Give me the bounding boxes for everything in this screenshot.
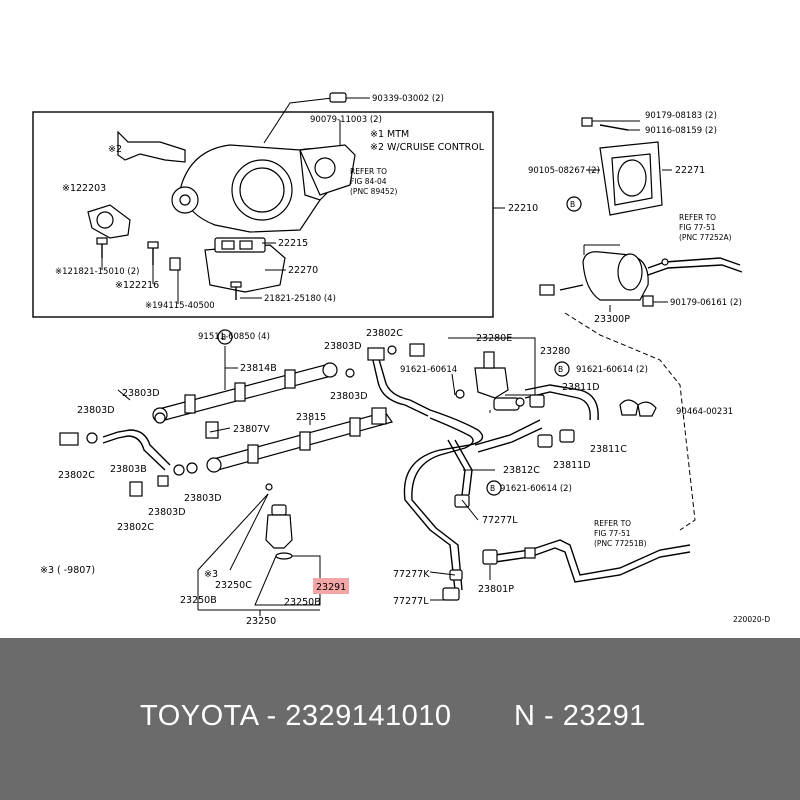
label-90179-a: 90179-08183 (2): [645, 111, 717, 121]
label-22271: 22271: [675, 165, 705, 176]
label-23291: 23291: [316, 582, 346, 593]
label-122216: ※122216: [115, 280, 159, 291]
label-22215: 22215: [278, 238, 308, 249]
label-23280e: 23280E: [476, 333, 512, 344]
label-n3: ※3: [204, 569, 218, 580]
label-122203: ※122203: [62, 183, 106, 194]
label-refer84-b: FIG 84-04: [350, 177, 387, 186]
labels: 90339-03002 (2) 90079-11003 (2) ※1 MTM ※…: [40, 94, 770, 627]
label-refer84-a: REFER TO: [350, 167, 387, 176]
label-cruise: ※2 W/CRUISE CONTROL: [370, 142, 485, 153]
diagram-code: 220020-D: [733, 615, 770, 624]
label-mtm: ※1 MTM: [370, 129, 409, 140]
label-23280: 23280: [540, 346, 570, 357]
label-23803d-1: 23803D: [324, 341, 362, 352]
label-21821: 21821-25180 (4): [264, 294, 336, 304]
b-label-1: B: [570, 200, 575, 209]
label-23803b: 23803B: [110, 464, 147, 475]
label-refer84-c: (PNC 89452): [350, 187, 398, 196]
b-label-2: B: [221, 333, 226, 342]
label-90105: 90105-08267 (2): [528, 166, 600, 176]
bolt-90339: [329, 92, 347, 103]
label-23811d-1: 23811D: [562, 382, 600, 393]
label-refer77b-3: (PNC 77251B): [594, 539, 647, 548]
legend-note: ※3 ( -9807): [40, 565, 95, 576]
b-markers: [217, 196, 582, 496]
label-121821: ※121821-15010 (2): [55, 267, 139, 277]
label-refer77b-2: FIG 77-51: [594, 529, 631, 538]
label-23803d-5: 23803D: [184, 493, 222, 504]
label-194115: ※194115-40500: [145, 301, 215, 311]
label-77277k: 77277K: [393, 569, 430, 580]
label-refer77a-1: REFER TO: [679, 213, 716, 222]
upper-right-group: [539, 117, 743, 312]
label-23815: 23815: [296, 412, 326, 423]
group-box: [32, 111, 494, 318]
label-91621-a: 91621-60614: [400, 365, 457, 375]
label-90464: 90464-00231: [676, 407, 733, 417]
regulator-hoses: [403, 312, 696, 601]
label-90116: 90116-08159 (2): [645, 126, 717, 136]
label-90179-b: 90179-06161 (2): [670, 298, 742, 308]
label-22270: 22270: [288, 265, 318, 276]
label-23803d-3: 23803D: [122, 388, 160, 399]
footer-bar: TOYOTA - 2329141010 N - 23291: [0, 638, 800, 800]
label-23802c-2: 23802C: [58, 470, 95, 481]
label-90339: 90339-03002 (2): [372, 94, 444, 104]
part-number-label: TOYOTA - 2329141010: [140, 700, 452, 732]
delivery-pipes: [59, 343, 431, 497]
footer-text: TOYOTA - 2329141010 N - 23291: [0, 700, 800, 740]
fuel-injector: [265, 514, 293, 549]
label-n2: ※2: [108, 144, 122, 155]
label-90079: 90079-11003 (2): [310, 115, 382, 125]
label-23300p: 23300P: [594, 314, 630, 325]
label-23250b-2: 23250B: [284, 597, 321, 608]
label-refer77a-2: FIG 77-51: [679, 223, 716, 232]
label-23811c: 23811C: [590, 444, 627, 455]
label-23812c: 23812C: [503, 465, 540, 476]
highlight-box: [313, 578, 349, 594]
exploded-parts-diagram: 90339-03002 (2) 90079-11003 (2) ※1 MTM ※…: [32, 92, 770, 627]
label-23803d-2: 23803D: [330, 391, 368, 402]
label-23803d-6: 23803D: [148, 507, 186, 518]
label-23814b: 23814B: [240, 363, 277, 374]
label-23811d-2: 23811D: [553, 460, 591, 471]
label-23802c-1: 23802C: [366, 328, 403, 339]
label-23801p: 23801P: [478, 584, 514, 595]
label-77277l-1: 77277L: [482, 515, 518, 526]
injector-group: [197, 483, 349, 616]
reference-number-label: N - 23291: [514, 700, 646, 732]
label-91511: 91511-60850 (4): [198, 332, 270, 342]
label-23802c-3: 23802C: [117, 522, 154, 533]
label-91621-b: 91621-60614 (2): [576, 365, 648, 375]
pressure-regulator: [474, 367, 509, 399]
injector-top: [271, 504, 287, 516]
bracket: [117, 130, 186, 163]
label-23803d-4: 23803D: [77, 405, 115, 416]
bolt-90179: [581, 117, 593, 127]
label-91621-c: 91621-60614 (2): [500, 484, 572, 494]
label-22210: 22210: [508, 203, 538, 214]
isc-valve: [204, 244, 286, 293]
label-23250c: 23250C: [215, 580, 252, 591]
label-23250: 23250: [246, 616, 276, 627]
b-label-3: B: [558, 365, 563, 374]
label-23250b-1: 23250B: [180, 595, 217, 606]
throttle-body-group: [32, 92, 505, 318]
label-23807v: 23807V: [233, 424, 270, 435]
label-refer77a-3: (PNC 77252A): [679, 233, 732, 242]
clamp-90464: [619, 399, 639, 416]
label-refer77b-1: REFER TO: [594, 519, 631, 528]
b-label-4: B: [490, 484, 495, 493]
label-77277l-2: 77277L: [393, 596, 429, 607]
